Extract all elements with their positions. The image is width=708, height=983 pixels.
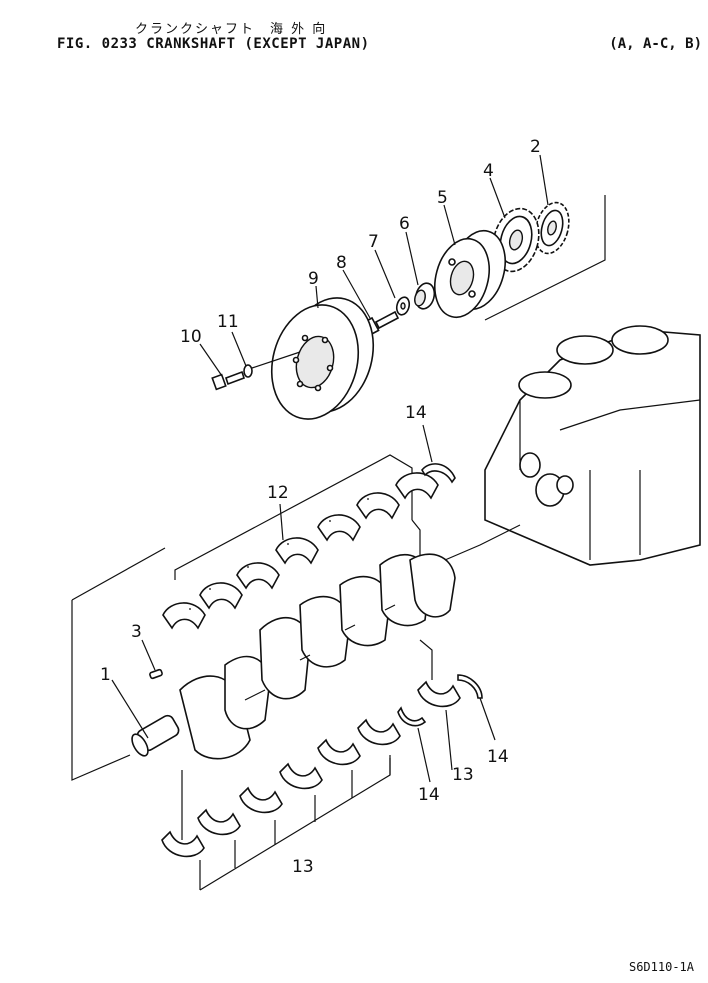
callout-1: 1	[100, 665, 111, 685]
callout-13b: 13	[452, 765, 474, 785]
callout-14c: 14	[487, 747, 509, 767]
washer-part-7	[395, 296, 411, 316]
engine-block	[484, 325, 701, 566]
damper-pulley-part-9	[270, 297, 375, 420]
callout-6: 6	[399, 214, 410, 234]
thrust-washers-part-14	[397, 463, 483, 727]
crank-gear-part-2	[534, 201, 570, 255]
callout-11: 11	[217, 312, 239, 332]
callout-5: 5	[437, 188, 448, 208]
crankshaft-part-1	[131, 553, 456, 760]
collar-part-6	[414, 282, 436, 310]
callout-4: 4	[483, 161, 494, 181]
callout-10: 10	[180, 327, 202, 347]
callout-2: 2	[530, 137, 541, 157]
callout-13a: 13	[292, 857, 314, 877]
lower-main-bearings-part-13	[161, 680, 461, 890]
drawing-code: S6D110-1A	[628, 960, 694, 974]
callout-8: 8	[336, 253, 347, 273]
upper-main-bearings-part-12	[162, 472, 439, 630]
leader-lines	[111, 154, 549, 783]
figure-title: FIG. 0233 CRANKSHAFT (EXCEPT JAPAN)	[57, 36, 370, 52]
bolt-part-10	[211, 370, 246, 391]
pulley-hub-part-5	[434, 229, 506, 319]
washer-part-11	[243, 364, 253, 378]
callout-9: 9	[308, 269, 319, 289]
callout-14b: 14	[418, 785, 440, 805]
callout-12: 12	[267, 483, 289, 503]
callout-3: 3	[131, 622, 142, 642]
pin-part-3	[149, 668, 163, 680]
japanese-title: クランクシャフト 海 外 向	[135, 22, 328, 37]
callout-14a: 14	[405, 403, 427, 423]
callout-7: 7	[368, 232, 379, 252]
model-variant: (A, A-C, B)	[609, 36, 702, 52]
callout-labels: 2 4 5 6 7 8 9 10 11 14 12 3 1 14 13 14 1…	[100, 137, 541, 877]
